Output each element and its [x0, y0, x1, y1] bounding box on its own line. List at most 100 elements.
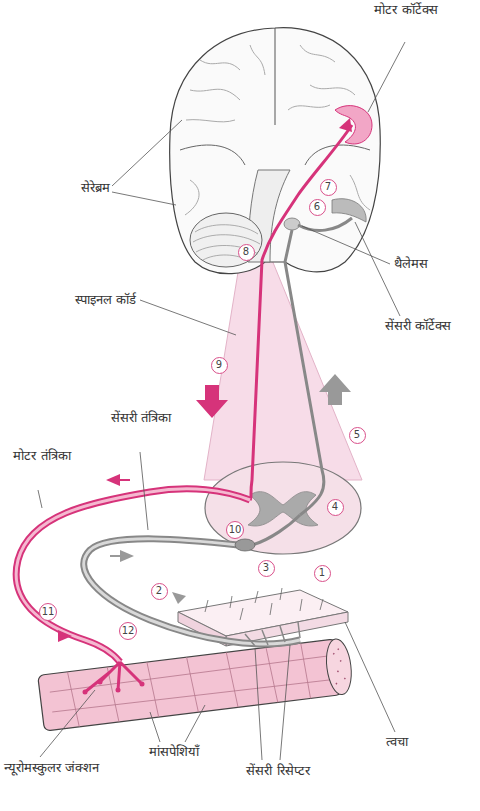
sensory-nerve	[235, 539, 255, 551]
direction-arrows	[120, 550, 134, 562]
part-label-text: सेंसरी तंत्रिका	[111, 410, 171, 425]
sensory-nerve	[252, 515, 300, 545]
leader-lines	[302, 226, 390, 264]
motor-nerve	[16, 489, 250, 662]
callout-number: 2	[156, 586, 162, 596]
muscle-cylinder	[38, 637, 354, 731]
leader-lines	[355, 222, 400, 316]
callout-circle: 11	[39, 603, 58, 622]
part-label-text: स्पाइनल कॉर्ड	[75, 292, 136, 307]
part-label-text: सेंसरी कॉर्टेक्स	[385, 318, 451, 333]
part-label: थैलेमस	[394, 256, 474, 272]
callout-circle: 7	[320, 179, 337, 196]
leader-lines	[112, 192, 176, 205]
motor-nerve	[98, 680, 103, 685]
part-label: स्पाइनल कॉर्ड	[20, 292, 136, 308]
leader-lines	[280, 645, 290, 760]
direction-arrows	[120, 479, 130, 481]
leader-lines	[112, 120, 182, 186]
motor-nerve	[140, 682, 145, 687]
sensory-nerve	[84, 539, 300, 644]
leader-lines	[185, 705, 205, 742]
part-label-text: सेरेब्रम	[81, 180, 110, 195]
leader-lines	[368, 42, 405, 112]
part-label-text: सेंसरी रिसेप्टर	[246, 763, 309, 778]
motor-nerve	[16, 489, 250, 662]
motor-nerve	[16, 489, 250, 695]
motor-nerve	[85, 662, 142, 692]
spinal-cross-section	[205, 462, 361, 554]
part-label-text: मोटर तंत्रिका	[13, 448, 70, 463]
direction-arrows	[339, 118, 352, 132]
direction-arrows	[172, 592, 186, 604]
motor-tract	[250, 125, 352, 500]
callout-circle: 3	[258, 560, 275, 577]
brain-drawing	[193, 225, 260, 262]
callout-circle: 9	[211, 357, 228, 374]
part-label-text: त्वचा	[386, 734, 408, 749]
callout-circle: 6	[309, 199, 326, 216]
callout-number: 9	[216, 360, 222, 370]
sensory-nerve	[245, 622, 300, 646]
direction-arrows	[110, 555, 120, 557]
motor-tract	[250, 125, 352, 500]
leader-lines	[150, 712, 160, 742]
direction-arrows	[196, 385, 228, 418]
leader-lines	[40, 690, 95, 757]
part-label-text: मांसपेशियाँ	[149, 744, 199, 759]
muscle-cylinder	[38, 639, 343, 731]
spinal-cross-section	[205, 462, 361, 554]
callout-circle: 5	[349, 427, 366, 444]
leader-lines	[140, 452, 148, 530]
motor-nerve	[116, 688, 121, 693]
part-label: सेंसरी रिसेप्टर	[230, 763, 326, 779]
callout-circle: 4	[327, 499, 344, 516]
leader-lines	[140, 300, 236, 335]
callout-number: 7	[325, 182, 331, 192]
part-label: त्वचा	[386, 734, 456, 750]
brain-drawing	[284, 218, 300, 230]
muscle-cylinder	[324, 637, 355, 696]
sensory-tract	[285, 218, 352, 515]
callout-number: 5	[354, 430, 360, 440]
leader-lines	[38, 490, 42, 508]
spinal-cord-funnel	[204, 260, 362, 480]
brain-drawing	[275, 28, 276, 125]
brain-drawing	[180, 145, 245, 165]
direction-arrows	[106, 474, 120, 486]
part-label-text: थैलेमस	[394, 256, 428, 271]
brain-drawing	[170, 28, 381, 274]
callout-number: 3	[263, 563, 269, 573]
part-label: मांसपेशियाँ	[122, 744, 226, 760]
callout-circle: 8	[238, 244, 255, 261]
callout-circle: 1	[314, 565, 331, 582]
callout-number: 10	[229, 525, 242, 535]
direction-arrows	[58, 118, 352, 642]
sensory-nerve	[84, 515, 300, 646]
callout-number: 4	[332, 502, 338, 512]
part-label: सेरेब्रम	[44, 180, 110, 196]
direction-arrows	[58, 630, 72, 642]
part-label: सेंसरी तंत्रिका	[98, 410, 184, 426]
brain-drawing	[305, 145, 370, 165]
sensory-nerve	[84, 539, 300, 644]
part-label: सेंसरी कॉर्टेक्स	[372, 318, 464, 334]
part-label: मोटर तंत्रिका	[2, 448, 82, 464]
leader-lines	[255, 648, 262, 760]
spinal-cord-funnel	[204, 260, 362, 480]
brain-drawing	[170, 28, 381, 274]
callout-circle: 12	[119, 622, 138, 641]
part-label-text: मोटर कॉर्टेक्स	[374, 2, 437, 17]
motor-nerve	[83, 690, 88, 695]
muscle-cylinder	[48, 640, 333, 730]
part-label: मोटर कॉर्टेक्स	[360, 2, 452, 18]
sensory-tract	[298, 218, 352, 230]
leader-lines	[345, 622, 395, 732]
sensory-tract	[285, 230, 324, 515]
leader-lines	[38, 42, 405, 760]
callout-number: 6	[314, 202, 320, 212]
callout-number: 8	[243, 247, 249, 257]
